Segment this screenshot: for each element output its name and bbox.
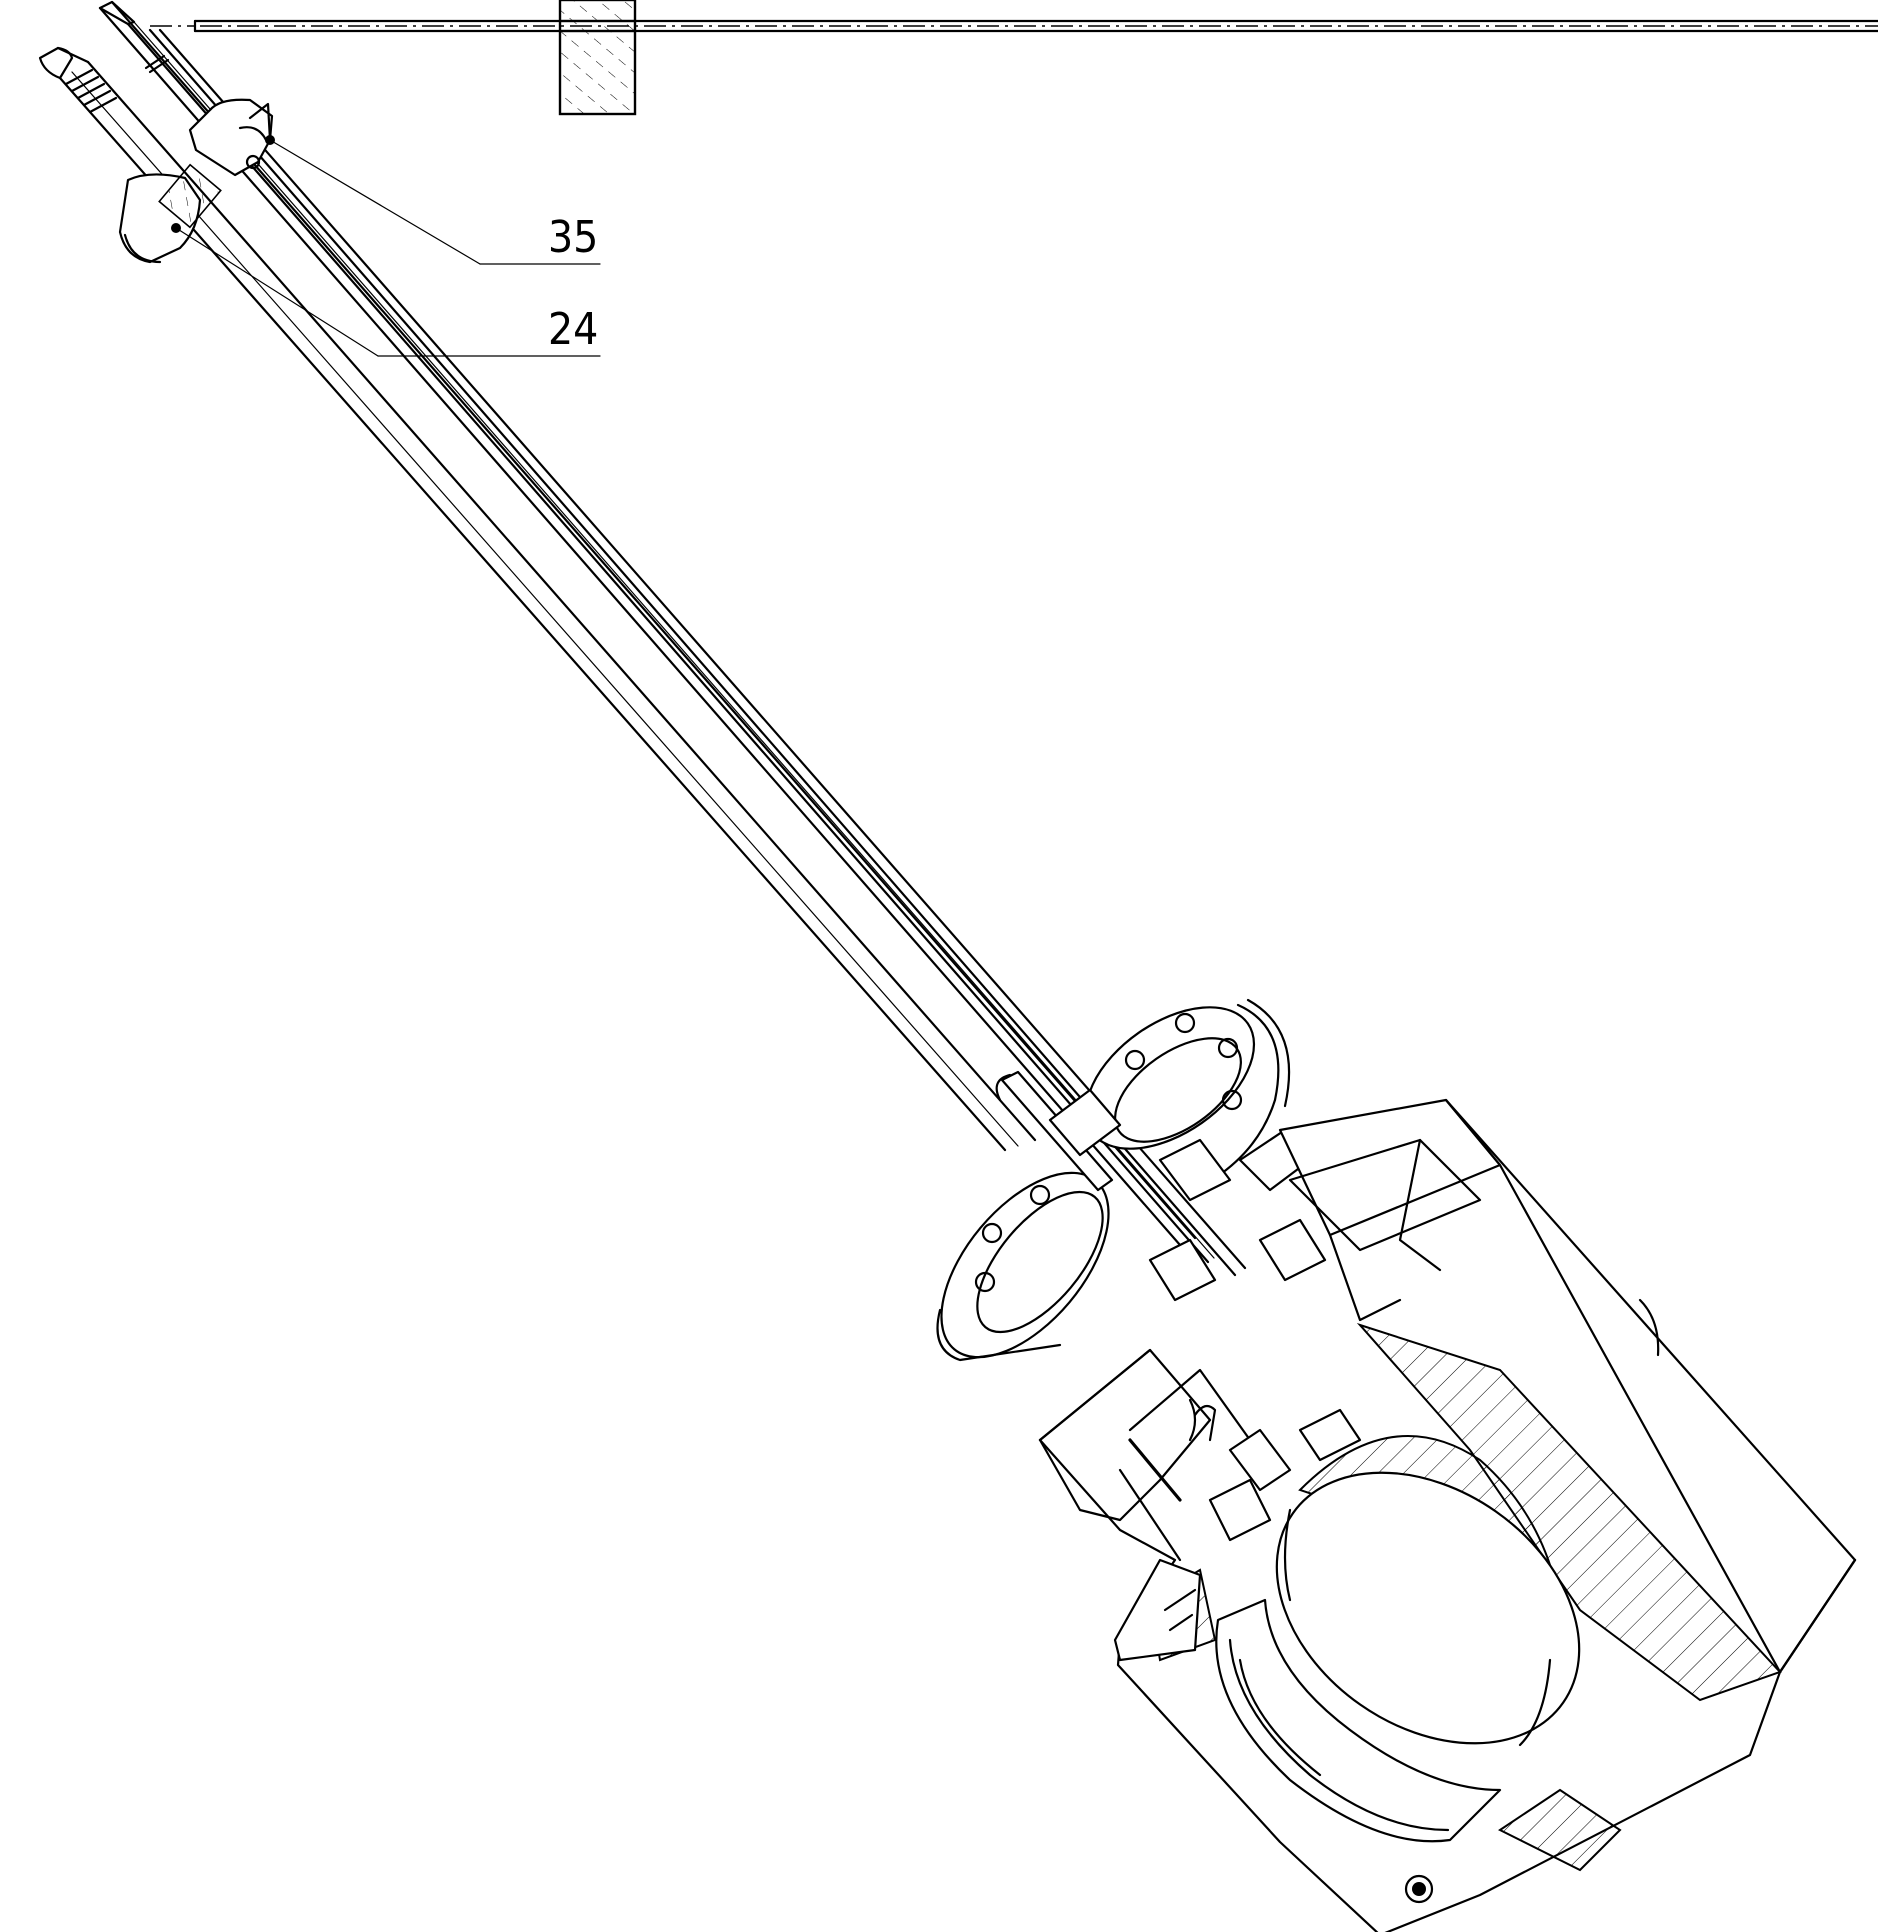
clamp-upper — [188, 98, 275, 177]
clamp-lower — [118, 163, 222, 264]
housing-right-edge — [1638, 1298, 1857, 1674]
rod-sleeves — [995, 1070, 1327, 1302]
callout-24-group: 24 — [175, 227, 601, 357]
main-housing — [1038, 1098, 1857, 1932]
upper-flange — [1084, 998, 1291, 1180]
top-bushing-section — [558, 0, 637, 116]
housing-foot — [1113, 1558, 1202, 1662]
diagonal-rod-assembly — [38, 0, 1247, 1277]
callout-35-group: 35 — [269, 139, 601, 265]
bottom-bolt — [1404, 1874, 1434, 1904]
callout-35: 35 — [548, 212, 598, 263]
lower-flange — [936, 1171, 1110, 1362]
rod-tip-threads — [64, 54, 170, 114]
callout-24: 24 — [548, 304, 598, 355]
top-horizontal-shaft — [150, 19, 1878, 33]
cylinder-bore — [1215, 1435, 1581, 1843]
